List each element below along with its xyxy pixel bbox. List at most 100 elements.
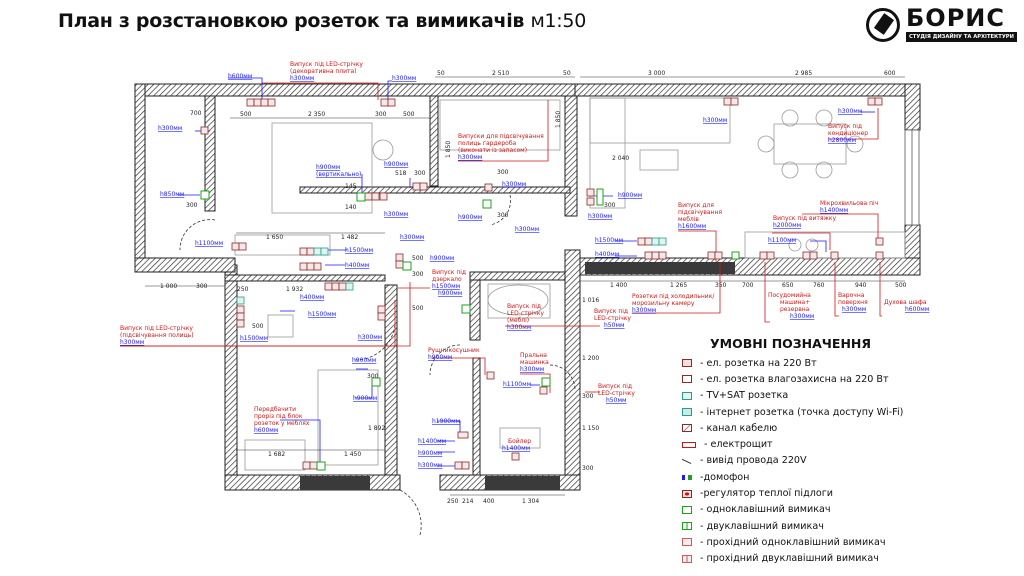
internet-socket-icon [682,408,692,417]
note-text: h1600мм [678,223,706,230]
socket-220-icon [380,98,389,107]
single-switch-icon [731,251,740,260]
height-label: h300мм [358,334,382,341]
height-label: h1100мм [503,381,531,388]
legend-label: -регулятор теплої підлоги [700,488,834,500]
dimension-label: 1 450 [344,451,361,458]
height-label: h300мм [838,108,862,115]
dimension-label: 700 [742,282,754,289]
coffee-table [639,149,679,171]
legend-label: - інтернет розетка (точка доступу Wi-Fi) [700,406,904,418]
height-label: h300мм [392,75,416,82]
tv-sat-socket-icon [320,247,329,256]
dimension-label: 214 [462,498,474,505]
legend-item: - двуклавішний вимикач [682,518,1012,534]
note-text: Мікрохвильова піч [820,200,878,207]
dimension-label: 600 [884,70,896,77]
dimension-label: 2 040 [612,155,629,162]
scale-label: м1:50 [530,10,586,32]
dimension-label: 2 985 [795,70,812,77]
dimension-label: 140 [345,204,357,211]
legend-item: -домофон [682,469,1012,485]
note-text: h1400мм [502,445,530,452]
height-label: h300мм [515,226,539,233]
note-shelf-lighting: Випуск під LED-стрічку(підсвічування пол… [120,325,194,346]
furniture [234,97,906,471]
internet-socket-icon [313,247,322,256]
height-label: h1100мм [768,237,796,244]
note-text: h300мм [842,306,866,313]
toilet [499,427,541,449]
single-switch-icon [200,190,210,200]
dimension-label: 1 000 [160,283,177,290]
legend-item: - одноклавішний вимикач [682,502,1012,518]
note-text: h1500мм [432,283,460,290]
bed-bedroom-2 [317,369,379,466]
note-text: підсвічування [678,209,722,216]
dimension-label: 145 [345,183,357,190]
note-fridge: Розетки під холодильник/морозильну камер… [632,293,715,314]
dimension-label: 940 [855,282,867,289]
note-text: h300мм [120,339,144,346]
height-labels: h600мм h300мм h300мм h850мм h900мм h300м… [158,73,862,469]
page-title: План з розстановкою розеток та вимикачів… [58,10,586,32]
floor-heating-regulator-icon [682,489,692,498]
sofa-corner [589,97,626,209]
note-text: машина+ [780,299,810,306]
waterproof-socket-icon [539,386,548,395]
note-text: Посудомийна [768,292,811,299]
dimension-label: 500 [412,305,424,312]
dimension-label: 1 850 [555,111,562,128]
dimension-label: 300 [196,283,208,290]
desk-chair [267,314,294,338]
wardrobe [439,99,561,151]
height-label: h1100мм [195,240,223,247]
legend-item: - прохідний одноклавішний вимикач [682,534,1012,550]
legend-item: - TV+SAT розетка [682,388,1012,404]
note-text: (підсвічування полиць) [120,332,194,339]
dimension-label: 3 000 [648,70,665,77]
legend-item: -регулятор теплої підлоги [682,485,1012,501]
window [904,129,920,226]
dimension-label: 300 [412,271,424,278]
note-text: h600мм [905,306,929,313]
note-text: дзеркало [432,276,462,283]
note-text: Випуск під LED-стрічку [120,325,193,332]
dimension-lines [145,76,905,496]
height-label: h400мм [595,251,619,258]
sockets [200,97,884,470]
note-text: поверхня [838,299,868,306]
note-text: машинка [520,359,549,366]
wire-outlet-icon [681,457,693,465]
legend-label: - ел. розетка на 220 Вт [700,357,817,369]
height-label: h300мм [384,211,408,218]
legend-label: - одноклавішний вимикач [700,504,831,516]
note-text: кондиціонер [828,130,868,137]
dimension-labels: 50 2 510 50 3 000 2 985 600 500 2 350 30… [160,70,907,505]
socket-220-icon [682,359,692,368]
legend-item: - вивід провода 220V [681,453,1012,469]
height-label: h1500мм [240,335,268,342]
kitchen-counter [744,231,906,259]
dimension-label: 250 [447,498,459,505]
title-text: План з розстановкою розеток та вимикачів [58,10,525,32]
dimension-label: 50 [563,70,571,77]
internet-socket-icon [651,237,660,246]
note-text: h300мм [507,324,531,331]
tv-sat-socket-icon [658,237,667,246]
height-label: h900мм [438,290,462,297]
legend-item: - ел. розетка на 220 Вт [682,355,1012,371]
dimension-label: 300 [497,212,509,219]
legend-title: УМОВНІ ПОЗНАЧЕННЯ [710,336,871,351]
dimension-label: 1 016 [582,297,599,304]
note-text: Випуск під LED-стрічку [290,61,363,68]
